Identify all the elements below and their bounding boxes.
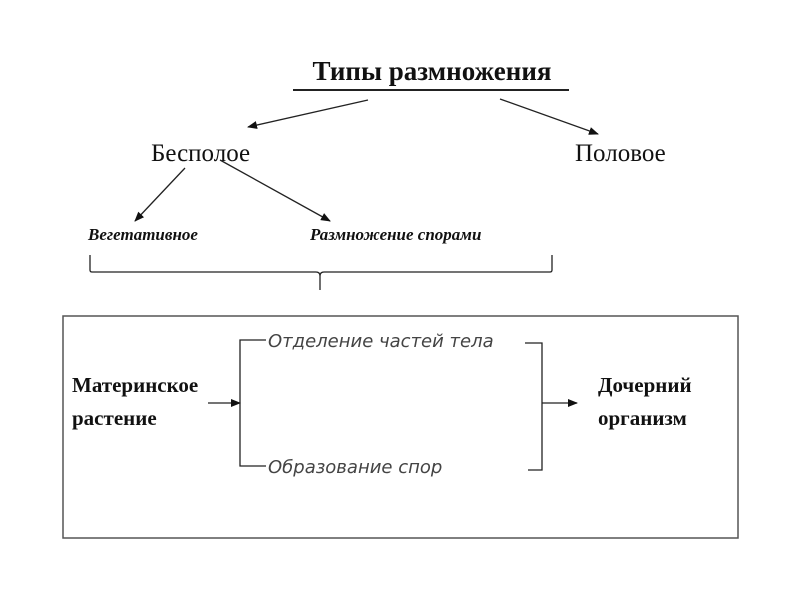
spores-label: Размножение спорами (309, 225, 481, 244)
vegetative-label: Вегетативное (87, 225, 198, 244)
offspring-line2: организм (598, 406, 687, 430)
arrow-to-vegetative (134, 167, 186, 222)
path-body-parts: Отделение частей тела (268, 331, 494, 352)
sexual-label: Половое (575, 140, 666, 167)
grouping-brace (89, 255, 553, 290)
mother-plant-line1: Материнское (72, 373, 198, 397)
path-spore-formation: Образование спор (268, 457, 442, 478)
arrow-to-sexual (499, 98, 599, 135)
left-bracket (239, 339, 266, 467)
arrow-to-spores (219, 159, 331, 222)
offspring-line1: Дочерний (598, 373, 692, 397)
diagram-title: Типы размножения (313, 56, 552, 86)
mother-plant-line2: растение (72, 406, 157, 430)
process-box (62, 315, 739, 539)
arrow-to-asexual (247, 99, 369, 129)
right-bracket (525, 342, 543, 471)
asexual-label: Бесполое (151, 140, 250, 167)
